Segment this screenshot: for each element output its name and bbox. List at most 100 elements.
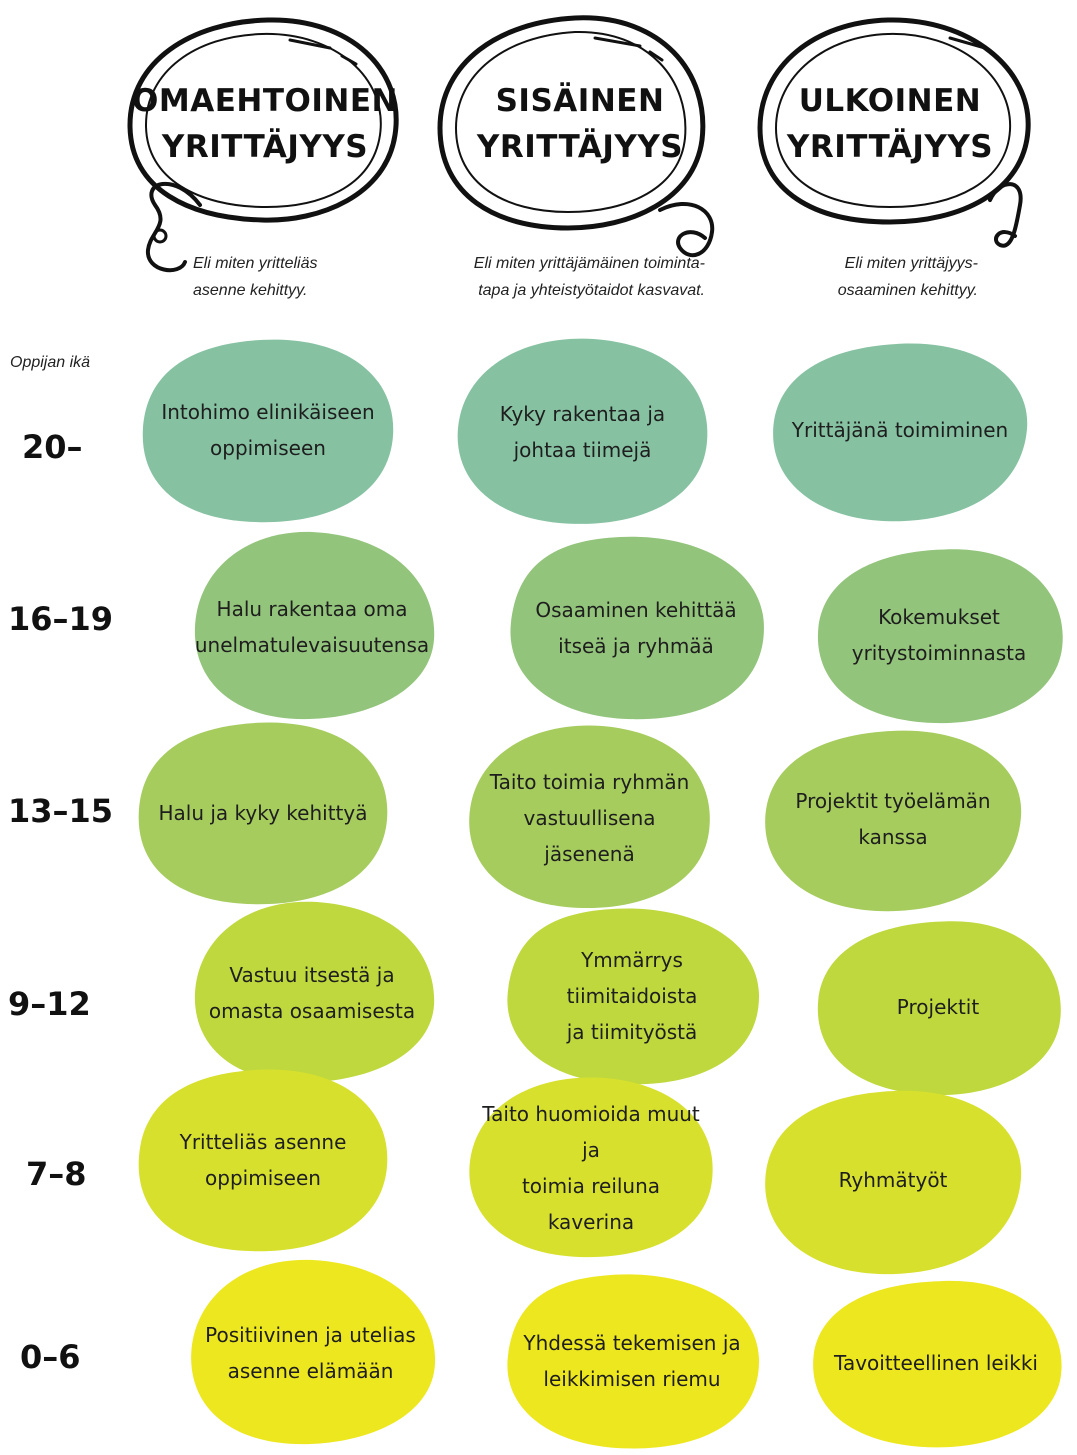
stage-text-line: Taito huomioida muut ja <box>482 1102 700 1162</box>
column-subtitle-line: Eli miten yritteliäs <box>193 255 318 272</box>
stage-blob-16-19-omaehtoinen: Halu rakentaa oma unelmatulevaisuutensa <box>182 528 442 725</box>
column-title-line: YRITTÄJYYS <box>476 129 684 165</box>
age-label-16-19: 16–19 <box>8 600 114 638</box>
stage-text-line: Yhdessä tekemisen ja <box>523 1331 741 1355</box>
stage-text: Vastuu itsestä ja omasta osaamisesta <box>189 957 435 1029</box>
blob-shape <box>138 722 388 905</box>
speech-bubble-icon <box>757 17 1031 248</box>
stage-text-line: johtaa tiimejä <box>513 438 652 462</box>
column-subtitle-ulkoinen: Eli miten yrittäjyys- osaaminen kehittyy… <box>790 250 978 304</box>
stage-text: Tavoitteellinen leikki <box>814 1345 1058 1381</box>
blob-shape <box>817 549 1063 724</box>
stage-blob-20-sisainen: Kyky rakentaa ja johtaa tiimejä <box>445 333 720 531</box>
stage-text-line: itseä ja ryhmää <box>558 633 714 658</box>
column-subtitle-line: Eli miten yrittäjämäinen toiminta- <box>473 255 705 272</box>
stage-text-line: ja tiimityöstä <box>566 1020 698 1044</box>
stage-text: Halu ja kyky kehittyä <box>138 795 387 831</box>
column-title-line: SISÄINEN <box>495 83 665 119</box>
stage-text: Yhdessä tekemisen ja leikkimisen riemu <box>503 1325 760 1397</box>
stage-text-line: unelmatulevaisuutensa <box>194 632 430 657</box>
blob-shape <box>138 1069 388 1252</box>
stage-text-line: Projektit työelämän <box>795 788 991 813</box>
column-title-omaehtoinen: OMAEHTOINEN YRITTÄJYYS <box>130 78 400 170</box>
column-title-line: ULKOINEN <box>798 83 982 119</box>
stage-blob-0-6-sisainen: Yhdessä tekemisen ja leikkimisen riemu <box>497 1268 767 1454</box>
stage-text-line: Projektit <box>896 995 980 1019</box>
column-title-line: YRITTÄJYYS <box>786 129 994 165</box>
speech-bubble-icon <box>437 15 715 258</box>
stage-text-line: Yrittäjänä toimiminen <box>791 418 1009 442</box>
stage-blob-9-12-sisainen: Ymmärrys tiimitaidoista ja tiimityöstä <box>497 902 767 1090</box>
stage-text-line: Intohimo elinikäiseen <box>161 400 375 424</box>
column-subtitle-line: tapa ja yhteistyötaidot kasvavat. <box>478 282 705 299</box>
stage-text-line: Kyky rakentaa ja <box>499 402 666 426</box>
blob-shape <box>457 338 708 524</box>
stage-text-line: yritystoiminnasta <box>851 641 1027 665</box>
stage-blob-13-15-omaehtoinen: Halu ja kyky kehittyä <box>128 715 398 910</box>
blob-shape <box>469 1077 713 1258</box>
stage-text-line: Ymmärrys tiimitaidoista <box>566 948 698 1008</box>
stage-blob-9-12-ulkoinen: Projektit <box>805 912 1071 1102</box>
blob-shape <box>194 901 435 1083</box>
blob-shape <box>194 531 435 720</box>
stage-text: Taito toimia ryhmän vastuullisena jäsenen… <box>457 764 722 872</box>
stage-text: Yrittäjänä toimiminen <box>772 412 1028 448</box>
column-subtitle-sisainen: Eli miten yrittäjämäinen toiminta- tapa … <box>440 250 705 304</box>
age-label-20: 20– <box>22 428 83 466</box>
age-label-13-15: 13–15 <box>8 792 114 830</box>
blob-shape <box>773 343 1028 522</box>
stage-text-line: Halu ja kyky kehittyä <box>158 800 368 825</box>
stage-text-line: Vastuu itsestä ja <box>229 963 395 987</box>
stage-text-line: Ryhmätyöt <box>838 1168 948 1192</box>
stage-text-line: omasta osaamisesta <box>208 999 416 1023</box>
blob-shape <box>510 536 764 720</box>
column-title-line: OMAEHTOINEN <box>132 83 398 119</box>
stage-blob-13-15-sisainen: Taito toimia ryhmän vastuullisena jäsenen… <box>457 720 722 915</box>
blob-shape <box>817 921 1061 1096</box>
stage-blob-20-ulkoinen: Yrittäjänä toimiminen <box>765 335 1035 525</box>
column-title-line: YRITTÄJYYS <box>161 129 369 165</box>
blob-shape <box>765 1090 1022 1275</box>
column-subtitle-line: Eli miten yrittäjyys- <box>844 255 978 272</box>
stage-blob-7-8-ulkoinen: Ryhmätyöt <box>757 1082 1029 1278</box>
stage-text: Ymmärrys tiimitaidoista ja tiimityöstä <box>497 942 767 1050</box>
blob-shape <box>507 1274 759 1449</box>
stage-text-line: asenne elämään <box>227 1359 394 1383</box>
blob-shape <box>507 908 759 1085</box>
column-title-sisainen: SISÄINEN YRITTÄJYYS <box>445 78 715 170</box>
blob-shape <box>191 1259 436 1445</box>
age-label-9-12: 9–12 <box>8 985 91 1023</box>
stage-text-line: vastuullisena jäsenenä <box>523 805 656 866</box>
stage-text-line: Tavoitteellinen leikki <box>834 1351 1038 1375</box>
stage-text: Halu rakentaa oma unelmatulevaisuutensa <box>175 591 449 663</box>
stage-text-line: leikkimisen riemu <box>543 1367 721 1391</box>
stage-text: Ryhmätyöt <box>819 1162 968 1198</box>
age-label-7-8: 7–8 <box>26 1155 87 1193</box>
speech-bubble-icon <box>127 17 399 272</box>
blob-shape <box>142 339 394 523</box>
stage-text: Kyky rakentaa ja johtaa tiimejä <box>480 396 685 468</box>
stage-text-line: Osaaminen kehittää <box>535 597 737 622</box>
column-title-ulkoinen: ULKOINEN YRITTÄJYYS <box>760 78 1020 170</box>
column-subtitle-line: asenne kehittyy. <box>193 282 308 299</box>
header-bubbles <box>127 15 1031 272</box>
column-subtitle-line: osaaminen kehittyy. <box>837 282 978 299</box>
stage-text: Projektit <box>877 989 999 1025</box>
stage-text-line: Halu rakentaa oma <box>216 596 408 621</box>
stage-text-line: oppimiseen <box>205 1165 321 1190</box>
blob-shape <box>813 1280 1062 1448</box>
stage-text-line: Taito toimia ryhmän <box>489 769 690 794</box>
age-label-0-6: 0–6 <box>20 1338 81 1376</box>
